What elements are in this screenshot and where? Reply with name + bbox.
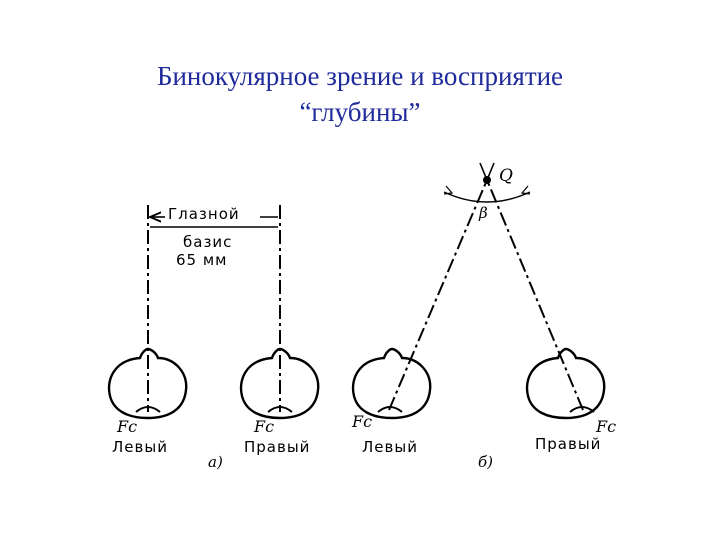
left-eye-a (107, 347, 188, 420)
angle-beta-label: β (478, 204, 488, 222)
base-label-1: Глазной (168, 205, 240, 223)
right-eye-label-a: Правый (244, 438, 310, 456)
angle-beta-arc (443, 191, 531, 203)
title-line-1: Бинокулярное зрение и восприятие (156, 61, 564, 91)
point-q-label: Q (499, 166, 513, 186)
diagram-b: Q β Fc Fc Левый Правый б) (351, 162, 616, 471)
left-eye-b (351, 347, 432, 420)
right-eye-label-b: Правый (535, 435, 601, 453)
left-focus-label-b: Fc (351, 412, 372, 431)
left-sight-line (388, 179, 488, 411)
diagram-a: Глазной базис 65 мм Fc Fc Левый Правый а… (107, 205, 320, 471)
left-eye-label-b: Левый (362, 438, 418, 456)
right-focus-label-a: Fc (253, 417, 274, 436)
left-focus-label-a: Fc (116, 417, 137, 436)
angle-arrow-right (520, 185, 531, 195)
base-label-2: базис (183, 233, 232, 251)
right-eye-a (239, 347, 320, 420)
panel-label-a: а) (208, 453, 223, 471)
right-focus-label-b: Fc (595, 417, 616, 436)
point-q (483, 176, 491, 184)
angle-arrow-left (443, 185, 454, 195)
title-line-2: “глубины” (299, 97, 421, 127)
right-sight-line (486, 179, 584, 411)
base-label-3: 65 мм (176, 251, 228, 269)
left-eye-label-a: Левый (112, 438, 168, 456)
slide-title: Бинокулярное зрение и восприятие “глубин… (0, 58, 720, 130)
panel-label-b: б) (478, 453, 493, 471)
right-eye-b (525, 347, 606, 420)
